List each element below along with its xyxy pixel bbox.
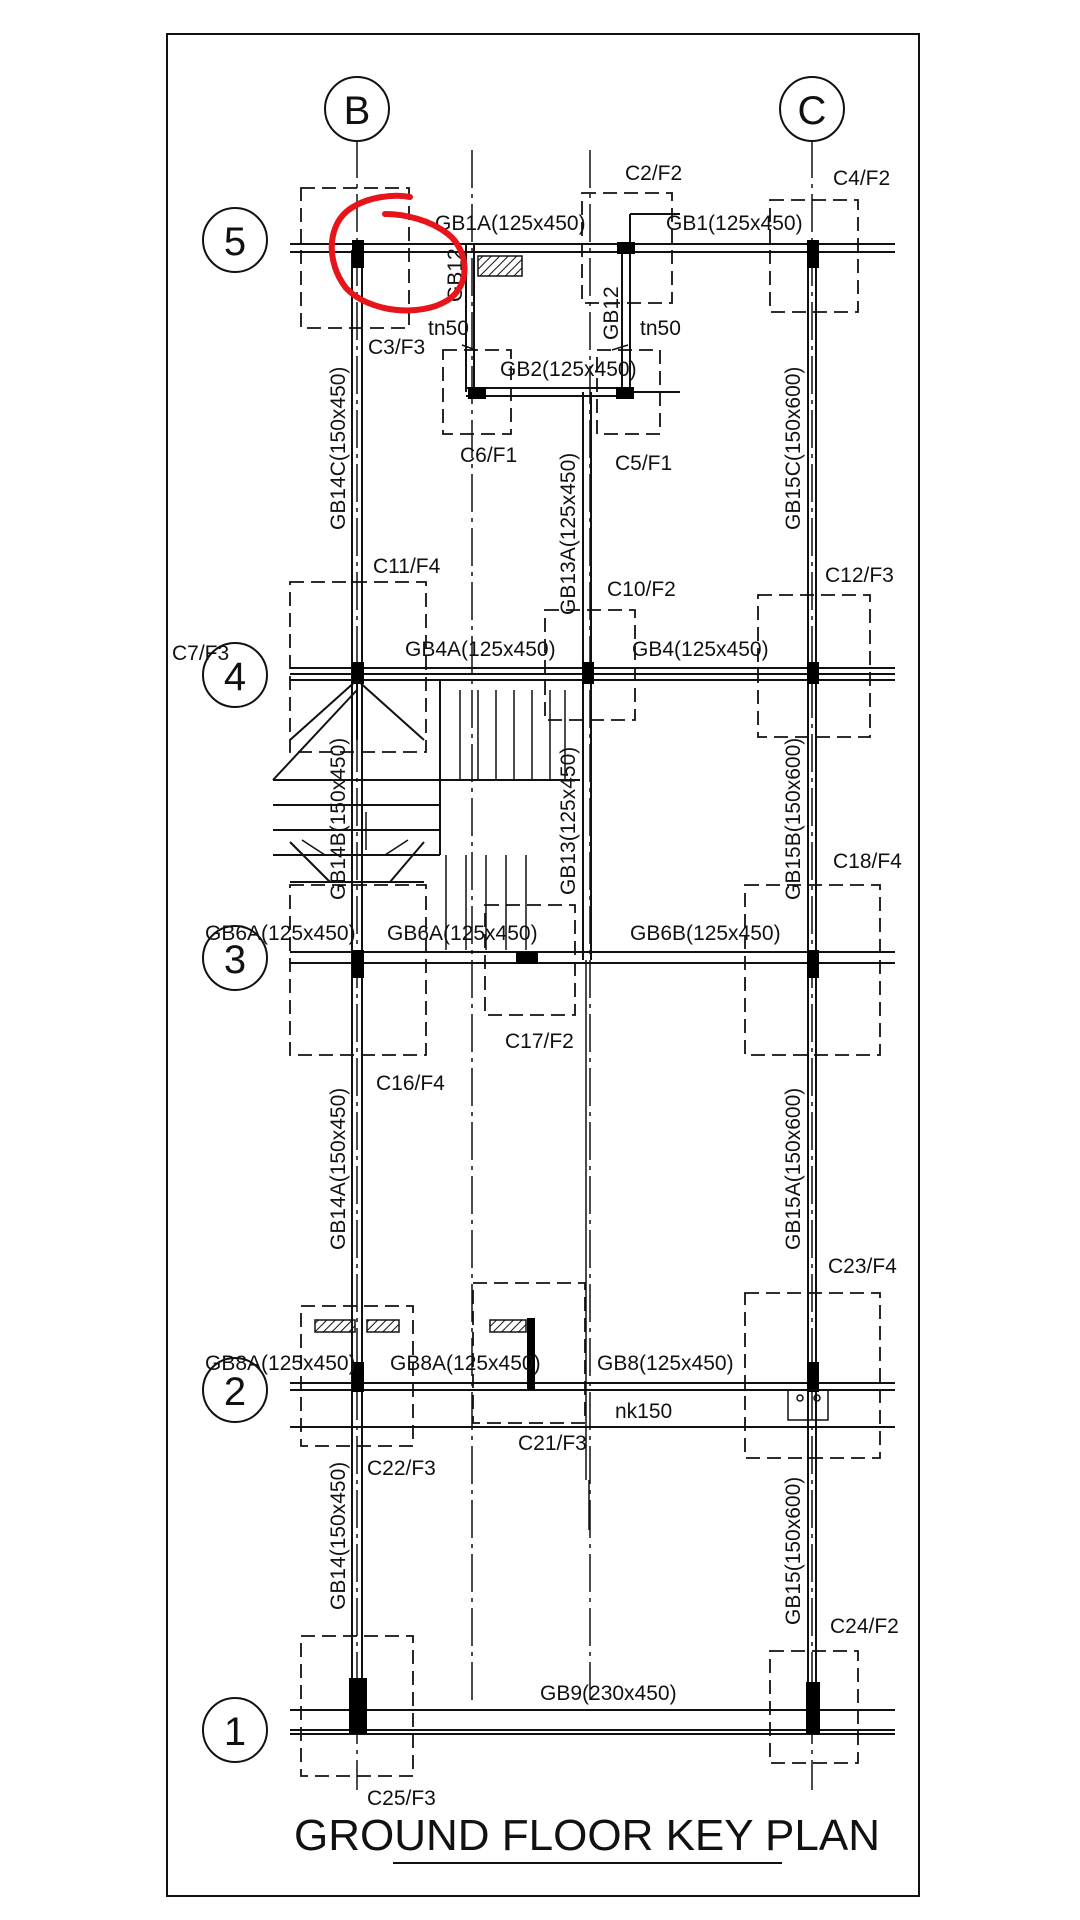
sheet-border bbox=[166, 33, 920, 1897]
column-label-c4: C4/F2 bbox=[833, 167, 890, 190]
beam-label-gb6a-left: GB6A(125x450) bbox=[205, 922, 356, 945]
column-label-c2: C2/F2 bbox=[625, 162, 682, 185]
grid-bubble-c: C bbox=[779, 76, 845, 142]
grid-bubble-4: 4 bbox=[202, 642, 268, 708]
column-label-c3: C3/F3 bbox=[368, 336, 425, 359]
column-label-c16: C16/F4 bbox=[376, 1072, 445, 1095]
beam-label-gb15a: GB15A(150x600) bbox=[782, 1088, 805, 1250]
drawing-title: GROUND FLOOR KEY PLAN bbox=[294, 1811, 880, 1860]
beam-label-gb4a: GB4A(125x450) bbox=[405, 638, 556, 661]
svg-text:3: 3 bbox=[224, 938, 246, 982]
beam-label-gb14: GB14(150x450) bbox=[327, 1462, 350, 1610]
columns bbox=[349, 240, 820, 1734]
beam-label-gb1: GB1(125x450) bbox=[666, 212, 803, 235]
beam-label-gb4: GB4(125x450) bbox=[632, 638, 769, 661]
beam-label-gb14c: GB14C(150x450) bbox=[327, 367, 350, 530]
column-label-c23: C23/F4 bbox=[828, 1255, 897, 1278]
beam-label-gb9: GB9(230x450) bbox=[540, 1682, 677, 1705]
grid-bubble-2: 2 bbox=[202, 1357, 268, 1423]
column-label-c12: C12/F3 bbox=[825, 564, 894, 587]
beam-label-gb12b: GB12 bbox=[600, 286, 623, 340]
beam-labels: GB1A(125x450) GB1(125x450) GB12 GB12 GB2… bbox=[205, 212, 805, 1705]
note-tn50-left: tn50 bbox=[428, 317, 469, 340]
column-label-c10: C10/F2 bbox=[607, 578, 676, 601]
hatched-openings bbox=[314, 255, 527, 1333]
horizontal-beams bbox=[290, 243, 895, 1735]
column-label-c24: C24/F2 bbox=[830, 1615, 899, 1638]
column-label-c5: C5/F1 bbox=[615, 452, 672, 475]
grid-bubble-3: 3 bbox=[202, 925, 268, 991]
svg-text:B: B bbox=[344, 89, 371, 133]
svg-text:2: 2 bbox=[224, 1370, 246, 1414]
beam-label-gb1a: GB1A(125x450) bbox=[435, 212, 586, 235]
beam-label-gb14b: GB14B(150x450) bbox=[327, 738, 350, 900]
beam-label-gb13a: GB13A(125x450) bbox=[557, 453, 580, 615]
beam-label-gb15: GB15(150x600) bbox=[782, 1477, 805, 1625]
beam-label-gb8a-mid: GB8A(125x450) bbox=[390, 1352, 541, 1375]
column-label-c25: C25/F3 bbox=[367, 1787, 436, 1810]
grid-bubble-b: B bbox=[324, 76, 390, 142]
column-label-c21: C21/F3 bbox=[518, 1432, 587, 1455]
beam-label-gb2: GB2(125x450) bbox=[500, 358, 637, 381]
column-label-c6: C6/F1 bbox=[460, 444, 517, 467]
beam-label-gb8: GB8(125x450) bbox=[597, 1352, 734, 1375]
beam-label-gb6b: GB6B(125x450) bbox=[630, 922, 781, 945]
note-nk150: nk150 bbox=[615, 1400, 672, 1423]
svg-text:C: C bbox=[798, 89, 827, 133]
beam-label-gb15b: GB15B(150x600) bbox=[782, 738, 805, 900]
beam-label-gb8a-left: GB8A(125x450) bbox=[205, 1352, 356, 1375]
grid-bubble-1: 1 bbox=[202, 1697, 268, 1763]
svg-text:5: 5 bbox=[224, 220, 246, 264]
column-label-c22: C22/F3 bbox=[367, 1457, 436, 1480]
notes: tn50 tn50 nk150 bbox=[428, 317, 681, 1423]
column-label-c11: C11/F4 bbox=[373, 555, 441, 578]
column-label-c18: C18/F4 bbox=[833, 850, 902, 873]
staircase bbox=[272, 679, 580, 950]
grid-bubble-5: 5 bbox=[202, 207, 268, 273]
beam-label-gb6a-mid: GB6A(125x450) bbox=[387, 922, 538, 945]
svg-text:1: 1 bbox=[224, 1710, 246, 1754]
note-tn50-right: tn50 bbox=[640, 317, 681, 340]
beam-label-gb15c: GB15C(150x600) bbox=[782, 367, 805, 530]
markup-circle bbox=[328, 192, 468, 314]
column-label-c7: C7/F3 bbox=[172, 642, 229, 665]
column-label-c17: C17/F2 bbox=[505, 1030, 574, 1053]
beam-label-gb13: GB13(125x450) bbox=[557, 747, 580, 895]
svg-text:4: 4 bbox=[224, 655, 246, 699]
fixture-symbol bbox=[787, 1389, 829, 1421]
footings bbox=[289, 187, 881, 1777]
beam-label-gb14a: GB14A(150x450) bbox=[327, 1088, 350, 1250]
vertical-beams bbox=[351, 213, 817, 1735]
column-labels: C2/F2 C4/F2 C3/F3 C6/F1 C5/F1 C11/F4 C10… bbox=[172, 162, 902, 1810]
